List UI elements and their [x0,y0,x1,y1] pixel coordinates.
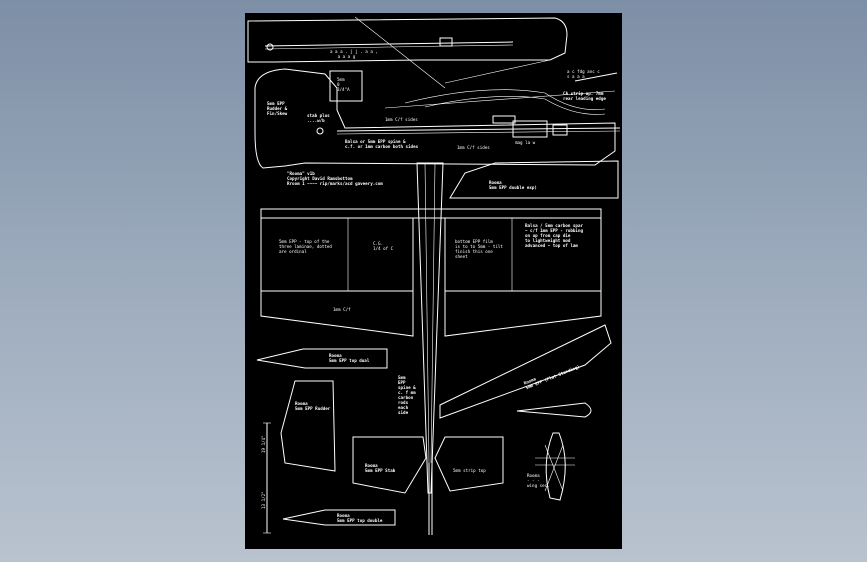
stab-left [352,436,427,494]
top-fuselage-part [247,16,568,89]
cf-label: 1mm C/f sides [385,117,418,122]
fuselage-note: Balsa or 5mm EPP spine & c.f. or 1mm car… [345,139,419,149]
tip-part [256,348,388,369]
section-label: Rooma - - - wing sec. [527,473,550,488]
rudder-part-label: Rooma 5mm EPP Rudder [295,401,331,411]
small-part [516,402,592,418]
main-fuselage-part [254,68,621,169]
wing-panel-right [439,324,612,419]
drawing-sheet: a a a . j j . a a , a a a g 5mm 0 3/4"A … [245,13,622,549]
stab-right [434,436,504,492]
wing-center: 1mm C/f [333,307,351,312]
bottom-part [282,509,396,526]
rudder-part [280,380,336,472]
wing-cg: C.G. 1/4 of C [373,241,394,251]
rudder-fin-label: 5mm EPP Rudder & Fin/Skew [267,101,288,116]
stab-label: stab plus ....w/b [307,113,330,123]
wing-section [535,432,575,501]
fin-label: 5mm 0 3/4"A [337,77,350,92]
main-wing [260,208,602,337]
credits-label: "Rooma" v1b Copyright David Ramsbottom R… [287,171,383,186]
wing-note-a: 5mm EPP - top of the three laminae, dott… [279,239,332,254]
center-spine [416,162,444,535]
strip-label: CA strip ap. 7mm rear leading edge [563,91,606,101]
fuselage-top-part [449,160,619,199]
dimension-a: 19 1/4" [261,435,266,453]
top-note: a a a . j j . a a , a a a g [330,49,378,59]
wing-note-b: bottom EPP film is to to 5mm - tilt fini… [455,239,503,259]
alt-label: a c fdg anc c s a a a [567,69,600,79]
wing-note-c: Balsa / 5mm carbon spar ~ c/f 1mm EPP - … [525,223,583,248]
plan-drawing [247,16,621,535]
fuselage-top-label: Rooma 5mm EPP double exp) [489,180,537,190]
bottom-label: Rooma 5mm EPP top double [337,513,383,523]
cf-label-2: 1mm C/f sides [457,145,490,150]
stab-right-label: 5mm strip top [453,468,486,473]
stab-left-label: Rooma 5mm EPP Stab [365,463,396,473]
tip-label: Rooma 5mm EPP top dual [329,353,370,363]
column-label: 5mm EPP spine & c. f mm carbon rods each… [398,375,416,415]
dimension-b: 13 1/2" [261,491,266,509]
small-note: mag la w [515,140,536,145]
